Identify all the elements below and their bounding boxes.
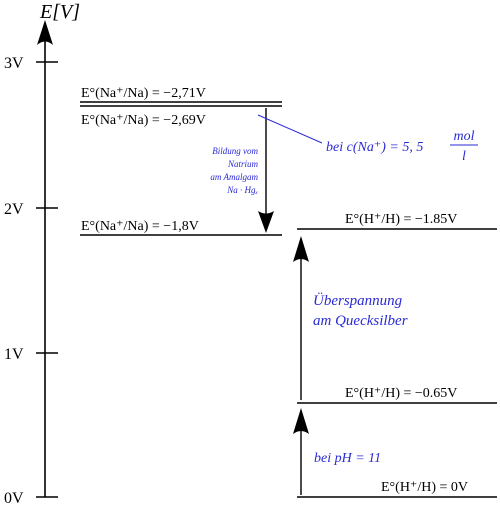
ph-arrowhead bbox=[293, 408, 309, 434]
tick-label-1v: 1V bbox=[4, 346, 24, 363]
ph-arrow bbox=[293, 408, 309, 495]
label-h-std: E°(H⁺/H) = 0V bbox=[381, 480, 468, 495]
axis-ticks bbox=[36, 61, 58, 498]
amalgam-note-line-4: Na · Hgₓ bbox=[226, 185, 258, 195]
concentration-fraction-numerator: mol bbox=[454, 129, 475, 144]
overpotential-arrow bbox=[293, 236, 309, 400]
overpotential-label-line-1: Überspannung bbox=[313, 292, 403, 309]
hydrogen-levels bbox=[297, 228, 497, 498]
concentration-fraction-denominator: l bbox=[462, 149, 466, 164]
tick-label-3v: 3V bbox=[4, 55, 24, 72]
label-na-std: E°(Na⁺/Na) = −2,71V bbox=[81, 86, 206, 101]
tick-label-0v: 0V bbox=[4, 490, 24, 505]
amalgam-note: Bildung vom Natrium am Amalgam Na · Hgₓ bbox=[210, 146, 258, 195]
label-na-amalgam: E°(Na⁺/Na) = −1,8V bbox=[81, 219, 199, 234]
ph-label: bei pH = 11 bbox=[314, 451, 381, 466]
axis-title: E[V] bbox=[39, 1, 80, 23]
amalgam-note-line-2: Natrium bbox=[227, 159, 259, 169]
label-h-hg: E°(H⁺/H) = −1.85V bbox=[345, 212, 457, 227]
sodium-levels bbox=[80, 101, 282, 236]
label-na-conc: E°(Na⁺/Na) = −2,69V bbox=[81, 113, 206, 128]
concentration-leader-line bbox=[257, 114, 323, 144]
overpotential-arrowhead bbox=[293, 236, 309, 262]
axis-arrowhead bbox=[37, 20, 53, 45]
overpotential-label-line-2: am Quecksilber bbox=[313, 313, 408, 329]
label-h-ph11: E°(H⁺/H) = −0.65V bbox=[345, 386, 457, 401]
concentration-label: bei c(Na⁺) = 5, 5 bbox=[326, 140, 423, 155]
amalgam-note-line-3: am Amalgam bbox=[210, 172, 258, 182]
tick-label-2v: 2V bbox=[4, 201, 24, 218]
energy-axis bbox=[37, 20, 53, 497]
amalgam-note-line-1: Bildung vom bbox=[212, 146, 258, 156]
amalgam-arrowhead bbox=[258, 211, 274, 233]
amalgam-arrow bbox=[258, 108, 274, 233]
